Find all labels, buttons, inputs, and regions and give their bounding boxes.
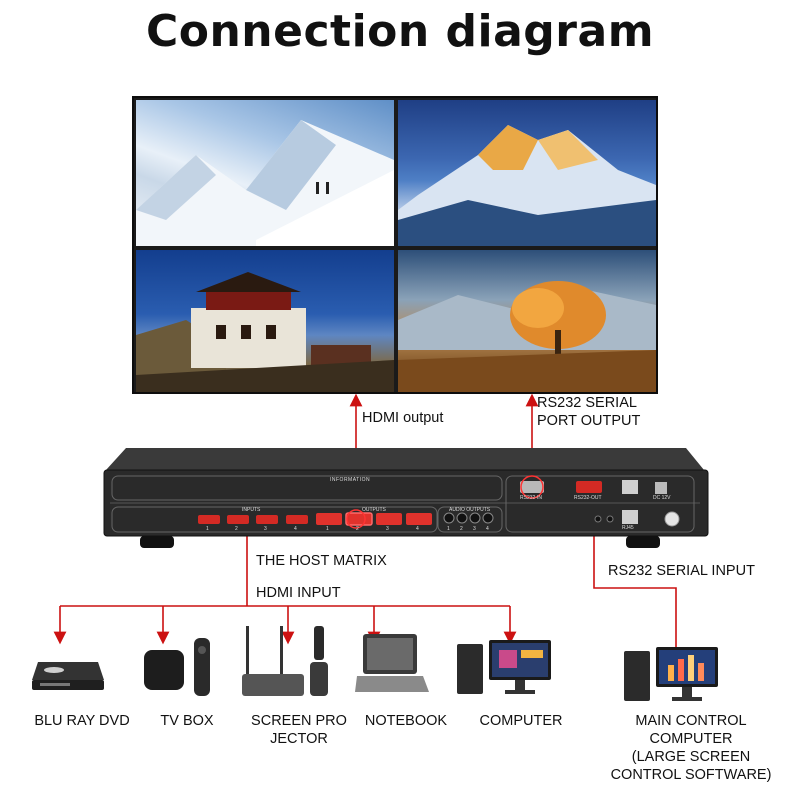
main-control-computer-icon — [622, 645, 722, 705]
output-port-number-3: 3 — [386, 526, 389, 532]
label-host-matrix: THE HOST MATRIX — [256, 553, 387, 569]
matrix-panel-label-rj45: RJ45 — [622, 525, 634, 531]
label-rs232-serial-port-output-line1: RS232 SERIAL — [537, 395, 637, 411]
device-label-screen-projector: SCREEN PRO JECTOR — [251, 713, 347, 747]
output-port-number-1: 1 — [326, 526, 329, 532]
video-wall-display — [132, 96, 658, 394]
input-port-number-4: 4 — [294, 526, 297, 532]
video-wall-panel-golden-peak — [398, 100, 656, 246]
diagram-title: Connection diagram — [145, 6, 655, 57]
matrix-panel-label-information: INFORMATION — [330, 477, 371, 483]
label-rs232-serial-port-output-line2: PORT OUTPUT — [537, 413, 641, 429]
matrix-panel-label-inputs: INPUTS — [242, 507, 261, 513]
video-wall-panel-temple — [136, 250, 394, 392]
device-label-main-control-computer: MAIN CONTROL COMPUTER (LARGE SCREEN CONT… — [610, 713, 772, 783]
label-hdmi-output: HDMI output — [362, 410, 444, 426]
matrix-panel-label-rs232-in: RS232-IN — [520, 495, 542, 501]
matrix-panel-label-dc: DC 12V — [653, 495, 671, 501]
label-hdmi-input: HDMI INPUT — [256, 585, 341, 601]
input-port-number-1: 1 — [206, 526, 209, 532]
matrix-panel-label-outputs: OUTPUTS — [362, 507, 386, 513]
screen-projector-icon — [240, 612, 336, 704]
device-label-computer: COMPUTER — [479, 713, 563, 729]
audio-port-number-2: 2 — [460, 526, 463, 532]
device-label-notebook: NOTEBOOK — [364, 713, 448, 729]
audio-port-number-1: 1 — [447, 526, 450, 532]
video-wall-panel-snow-mountain — [136, 100, 394, 246]
matrix-panel-label-audio-outputs: AUDIO OUTPUTS — [449, 507, 491, 513]
notebook-icon — [355, 630, 431, 698]
device-label-tv-box: TV BOX — [160, 713, 214, 729]
label-rs232-serial-input: RS232 SERIAL INPUT — [608, 563, 755, 579]
input-port-number-2: 2 — [235, 526, 238, 532]
matrix-panel-label-rs232-out: RS232-OUT — [574, 495, 602, 501]
output-port-number-4: 4 — [416, 526, 419, 532]
input-port-number-3: 3 — [264, 526, 267, 532]
audio-port-number-3: 3 — [473, 526, 476, 532]
tv-box-icon — [140, 636, 216, 700]
host-matrix-device: INFORMATION INPUTS OUTPUTS AUDIO OUTPUTS… — [100, 440, 712, 552]
device-label-blu-ray-dvd: BLU RAY DVD — [34, 713, 130, 729]
audio-port-number-4: 4 — [486, 526, 489, 532]
computer-icon — [455, 638, 555, 698]
blu-ray-dvd-icon — [30, 650, 106, 696]
video-wall-panel-autumn-tree — [398, 250, 656, 392]
output-port-number-2: 2 — [356, 526, 359, 532]
